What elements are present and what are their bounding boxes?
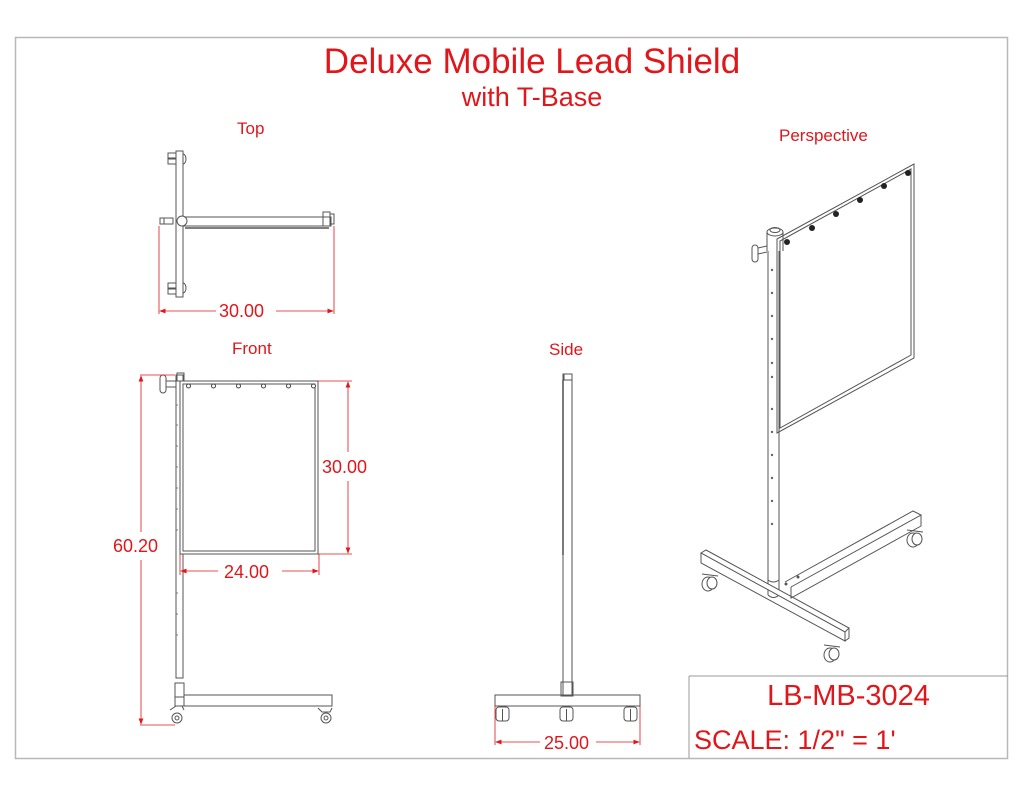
front-view-drawing (138, 372, 352, 726)
side-view-drawing (494, 373, 641, 745)
drawing-scale: SCALE: 1/2" = 1' (694, 725, 896, 755)
side-base-width-dimension: 25.00 (542, 733, 592, 753)
sheet-border (14, 36, 1009, 760)
part-number: LB-MB-3024 (767, 680, 930, 712)
drawing-subtitle: with T-Base (461, 82, 603, 112)
front-shield-width-dimension: 24.00 (222, 562, 272, 582)
perspective-view-drawing (699, 163, 924, 663)
front-view-title: Front (232, 339, 272, 358)
title-block-frame (688, 675, 1008, 758)
front-overall-height-dimension: 60.20 (111, 536, 161, 556)
drawing-title: Deluxe Mobile Lead Shield (323, 42, 741, 81)
top-view-drawing (158, 150, 335, 314)
side-view-title: Side (549, 340, 584, 359)
top-view-title: Top (237, 119, 265, 138)
perspective-view-title: Perspective (779, 126, 868, 145)
front-shield-height-dimension: 30.00 (320, 457, 370, 477)
top-width-dimension: 30.00 (217, 301, 267, 321)
